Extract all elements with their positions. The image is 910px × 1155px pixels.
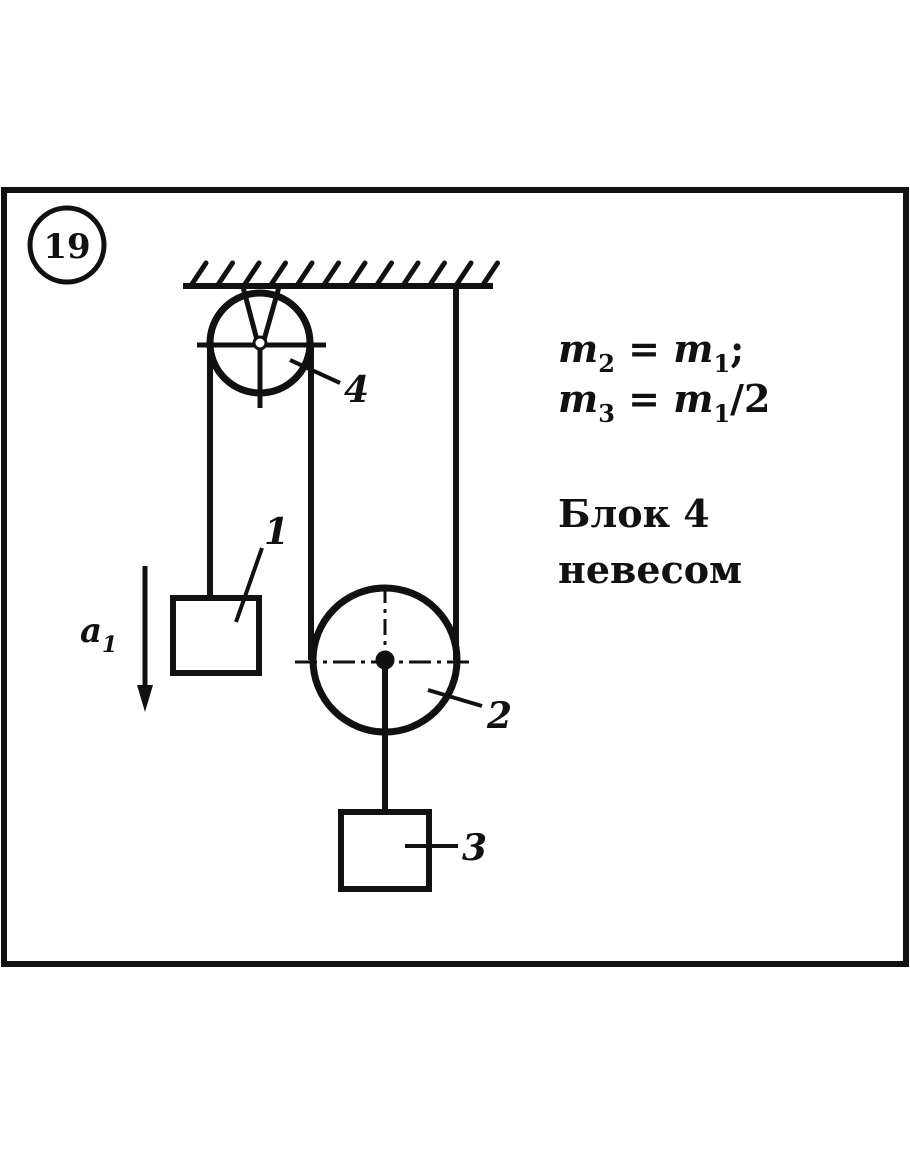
ceiling — [183, 260, 500, 289]
ceiling-hatch — [348, 260, 368, 287]
ceiling-hatch — [189, 260, 209, 287]
problem-number-badge: 19 — [27, 205, 107, 285]
ceiling-hatch — [375, 260, 394, 287]
ropes — [207, 286, 459, 812]
ceiling-hatch — [481, 260, 500, 287]
acceleration-arrow — [137, 566, 153, 712]
ceiling-hatch — [322, 260, 341, 287]
pulley-4-label: 4 — [344, 369, 369, 411]
ceiling-hatch — [216, 260, 235, 287]
pulley-2-label: 2 — [486, 695, 512, 737]
leader-1 — [234, 547, 264, 623]
leader-2 — [427, 688, 483, 708]
problem-number: 19 — [43, 227, 90, 267]
ceiling-hatch — [295, 260, 315, 287]
ceiling-hatch — [269, 260, 288, 287]
ceiling-hatch — [401, 260, 421, 287]
condition-m3: m3 = m1/2 — [558, 376, 770, 428]
ceiling-hatch — [454, 260, 474, 287]
frame — [1, 187, 909, 967]
block-3-label: 3 — [462, 827, 487, 869]
note-line-1: Блок 4 — [558, 491, 710, 536]
note-line-2: невесом — [558, 547, 742, 592]
block-3 — [338, 809, 458, 892]
block-1-label: 1 — [264, 511, 289, 553]
pulley-2 — [295, 584, 483, 736]
pulley-4 — [197, 286, 341, 408]
ceiling-hatch — [242, 260, 262, 287]
block-1 — [170, 547, 264, 676]
condition-m2: m2 = m1; — [558, 326, 744, 378]
leader-4 — [289, 358, 341, 385]
acceleration-label: a1 — [80, 611, 117, 658]
ceiling-hatch — [428, 260, 447, 287]
